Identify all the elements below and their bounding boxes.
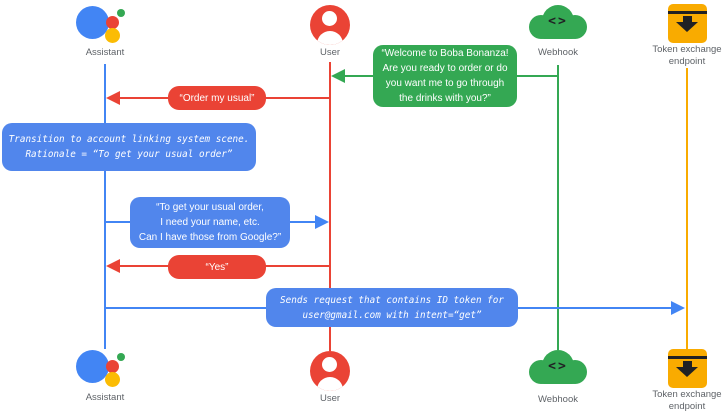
token-label-line2: endpoint [668,400,706,412]
user-icon-head [322,11,337,26]
webhook-cloud-icon: <> [529,5,587,39]
token-label-bottom: Token exchange endpoint [637,389,725,412]
token-icon-arrow-stem [683,361,692,367]
bubble-line: Are you ready to order or do [382,63,508,74]
token-label-line1: Token exchange [652,389,722,400]
webhook-cloud-icon: <> [529,350,587,384]
assistant-logo-yellow-circle [105,28,120,43]
token-icon-lid [668,11,707,14]
token-exchange-icon [668,349,707,388]
user-icon-body [317,377,343,391]
bubble-line: the drinks with you?” [399,93,491,104]
user-icon [310,5,350,45]
webhook-label-top: Webhook [538,47,578,58]
token-lifeline [686,68,688,349]
webhook-label-bottom: Webhook [538,394,578,405]
note-line: user@gmail.com with intent=“get” [302,309,482,321]
user-lifeline [329,62,331,351]
token-icon-arrow-stem [683,16,692,22]
arrowhead-left-icon [331,69,345,83]
assistant-logo-blue-circle [76,350,109,383]
speech-bubble-welcome: “Welcome to Boba Bonanza! Are you ready … [373,45,517,107]
assistant-icon [76,349,126,391]
bubble-line: “Order my usual” [179,92,255,104]
arrowhead-right-icon [315,215,329,229]
webhook-lifeline [557,65,559,350]
assistant-logo-yellow-circle [105,372,120,387]
token-icon-arrow-head [676,22,698,32]
assistant-icon [76,5,126,47]
arrowhead-left-icon [106,91,120,105]
bubble-line: I need your name, etc. [160,217,260,228]
user-icon [310,351,350,391]
token-icon-lid [668,356,707,359]
speech-bubble-usual-order-request: “To get your usual order, I need your na… [130,197,290,248]
token-label-line1: Token exchange [652,44,722,55]
arrowhead-right-icon [671,301,685,315]
assistant-label-top: Assistant [85,47,125,58]
code-brackets-icon: <> [548,14,568,29]
cloud-base [535,366,581,384]
user-icon-body [317,31,343,45]
note-line: Transition to account linking system sce… [8,134,250,145]
assistant-label-bottom: Assistant [85,392,125,403]
token-icon-arrow-head [676,367,698,377]
note-line: Rationale = “To get your usual order” [25,149,233,160]
assistant-logo-green-dot [117,9,125,17]
token-label-line2: endpoint [668,55,706,67]
user-icon-head [322,357,337,372]
bubble-line: “Welcome to Boba Bonanza! [381,48,509,59]
token-label-top: Token exchange endpoint [637,44,725,67]
assistant-logo-blue-circle [76,6,109,39]
system-note-sends-request: Sends request that contains ID token for… [266,288,518,327]
note-line: Sends request that contains ID token for [280,294,504,306]
arrowhead-left-icon [106,259,120,273]
assistant-logo-red-circle [106,16,119,29]
assistant-lifeline [104,64,106,349]
code-brackets-icon: <> [548,359,568,374]
speech-bubble-yes: “Yes” [168,255,266,279]
bubble-line: Can I have those from Google?” [138,232,282,243]
token-exchange-icon [668,4,707,43]
user-label-bottom: User [319,393,341,404]
assistant-logo-red-circle [106,360,119,373]
user-label-top: User [319,47,341,58]
speech-bubble-order-usual: “Order my usual” [168,86,266,110]
bubble-line: you want me to go through [385,78,505,89]
cloud-base [535,21,581,39]
system-note-transition: Transition to account linking system sce… [2,123,256,171]
assistant-logo-green-dot [117,353,125,361]
bubble-line: “Yes” [205,261,229,273]
bubble-line: “To get your usual order, [156,202,264,213]
